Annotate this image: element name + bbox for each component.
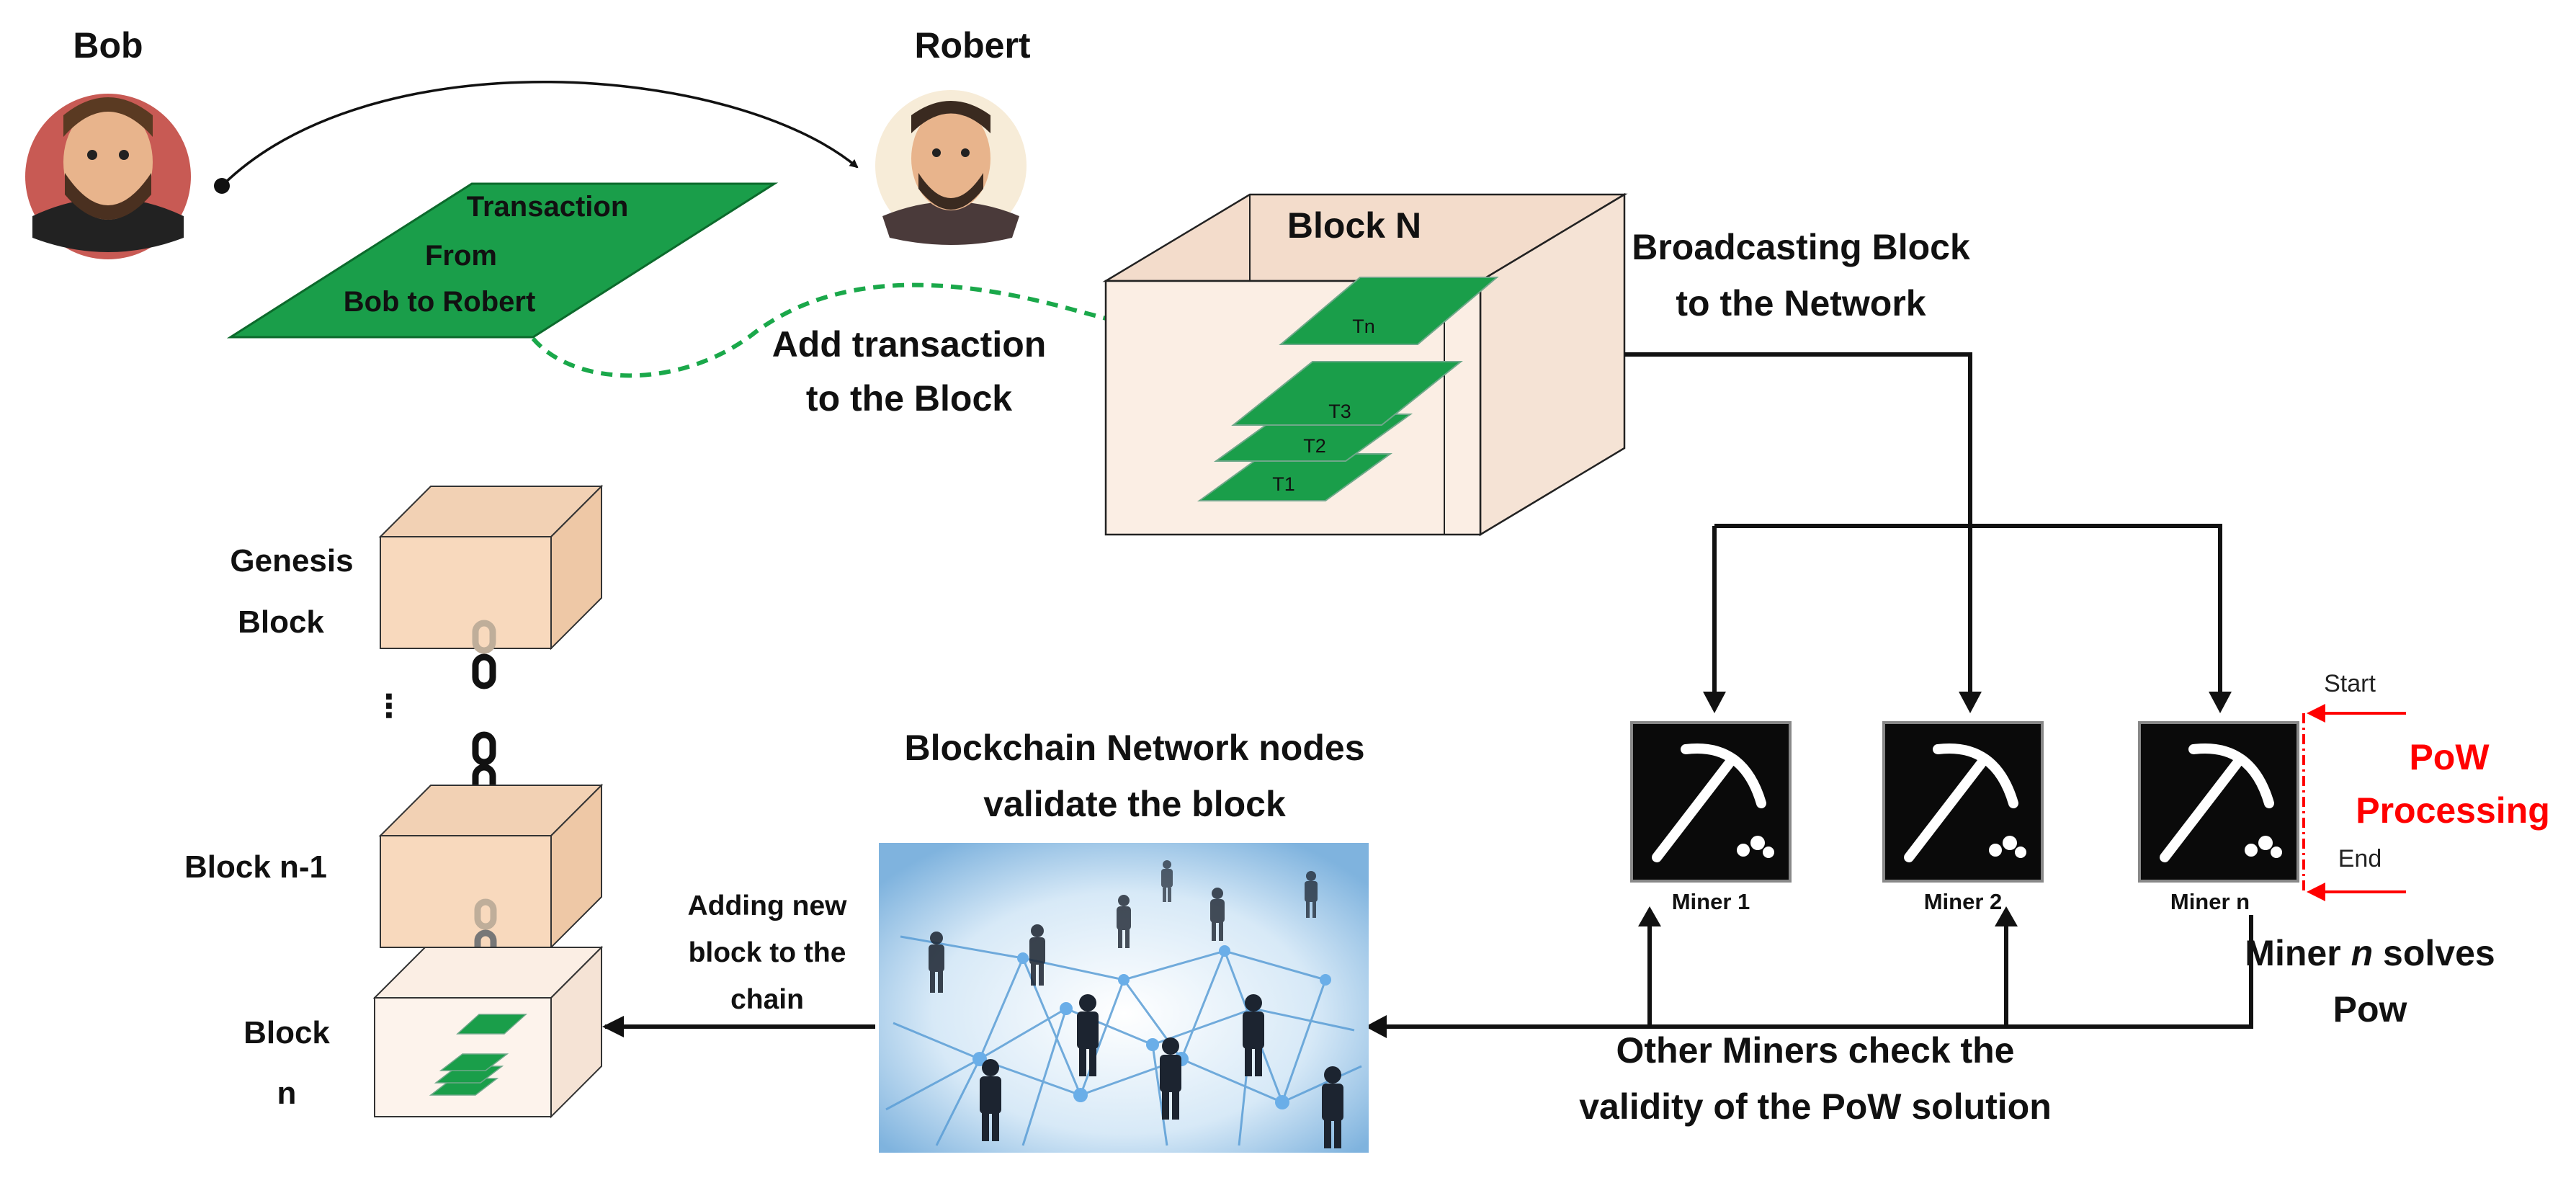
network-nodes-image xyxy=(879,843,1369,1153)
adding-line3: chain xyxy=(730,984,804,1015)
block-n-minus-1-label: Block n-1 xyxy=(184,849,327,885)
pow-line2: Processing xyxy=(2356,790,2550,831)
broadcast-line2: to the Network xyxy=(1676,283,1926,323)
bob-avatar xyxy=(25,94,191,259)
miner-2: Miner 2 xyxy=(1882,721,2044,914)
pow-bracket xyxy=(2302,704,2406,901)
pickaxe-icon xyxy=(1652,759,1734,862)
chain-link-icon xyxy=(472,620,496,689)
broadcast-line1: Broadcasting Block xyxy=(1632,227,1970,267)
pow-start-label: Start xyxy=(2324,670,2376,697)
solver-line2: Pow xyxy=(2333,989,2407,1030)
add-tx-line2: to the Block xyxy=(806,378,1012,419)
pickaxe-icon xyxy=(1904,759,1986,862)
transaction-card: Transaction From Bob to Robert xyxy=(226,182,779,339)
block-n-line1: Block xyxy=(243,1015,330,1050)
transaction-line3: Bob to Robert xyxy=(344,286,536,318)
svg-text:Tn: Tn xyxy=(1352,316,1375,337)
block-n-minus-1-cube xyxy=(378,783,604,950)
transaction-line2: From xyxy=(425,240,497,272)
tx-sheet-t1: T1 xyxy=(1197,453,1393,501)
bob-label: Bob xyxy=(73,25,143,66)
svg-text:Miner n: Miner n xyxy=(2170,889,2250,914)
robert-label: Robert xyxy=(914,25,1030,66)
svg-text:Miner 1: Miner 1 xyxy=(1672,889,1750,914)
miner-n: Miner n xyxy=(2138,721,2299,914)
genesis-block-cube xyxy=(378,484,604,651)
block-n-title: Block N xyxy=(1287,205,1421,246)
miner-1: Miner 1 xyxy=(1630,721,1792,914)
transaction-line1: Transaction xyxy=(467,191,629,223)
genesis-line1: Genesis xyxy=(230,543,353,579)
bob-to-robert-arrow xyxy=(214,81,859,194)
tx-sheet-tn: Tn xyxy=(1279,277,1499,345)
tx-sheet-t3: T3 xyxy=(1231,361,1463,426)
pickaxe-icon xyxy=(2160,759,2242,862)
chain-ellipsis: ⋮ xyxy=(373,689,405,724)
block-n-line2: n xyxy=(277,1076,297,1111)
add-tx-line1: Add transaction xyxy=(772,324,1047,365)
add-transaction-arrow xyxy=(531,282,1271,378)
svg-text:T1: T1 xyxy=(1272,473,1295,495)
svg-text:T3: T3 xyxy=(1328,401,1351,422)
robert-avatar xyxy=(875,90,1027,245)
block-n-new-cube xyxy=(372,945,604,1119)
broadcast-connector xyxy=(1624,352,2222,705)
pow-line1: PoW xyxy=(2409,737,2490,777)
svg-text:T2: T2 xyxy=(1303,435,1326,457)
validation-connector xyxy=(1383,915,2253,1029)
pow-end-label: End xyxy=(2338,845,2382,872)
check-line2: validity of the PoW solution xyxy=(1579,1086,2052,1127)
broadcast-arrowheads xyxy=(1703,692,2232,713)
genesis-line2: Block xyxy=(238,604,324,640)
tx-sheet-t2: T2 xyxy=(1213,414,1413,462)
check-line1: Other Miners check the xyxy=(1616,1030,2015,1071)
adding-line2: block to the xyxy=(689,937,846,968)
solver-line1: Miner n solves xyxy=(2245,933,2495,973)
network-line1: Blockchain Network nodes xyxy=(904,728,1364,768)
validation-arrowheads xyxy=(1365,906,2018,1038)
network-line2: validate the block xyxy=(983,784,1286,824)
svg-text:Miner 2: Miner 2 xyxy=(1924,889,2003,914)
adding-line1: Adding new xyxy=(688,890,848,921)
